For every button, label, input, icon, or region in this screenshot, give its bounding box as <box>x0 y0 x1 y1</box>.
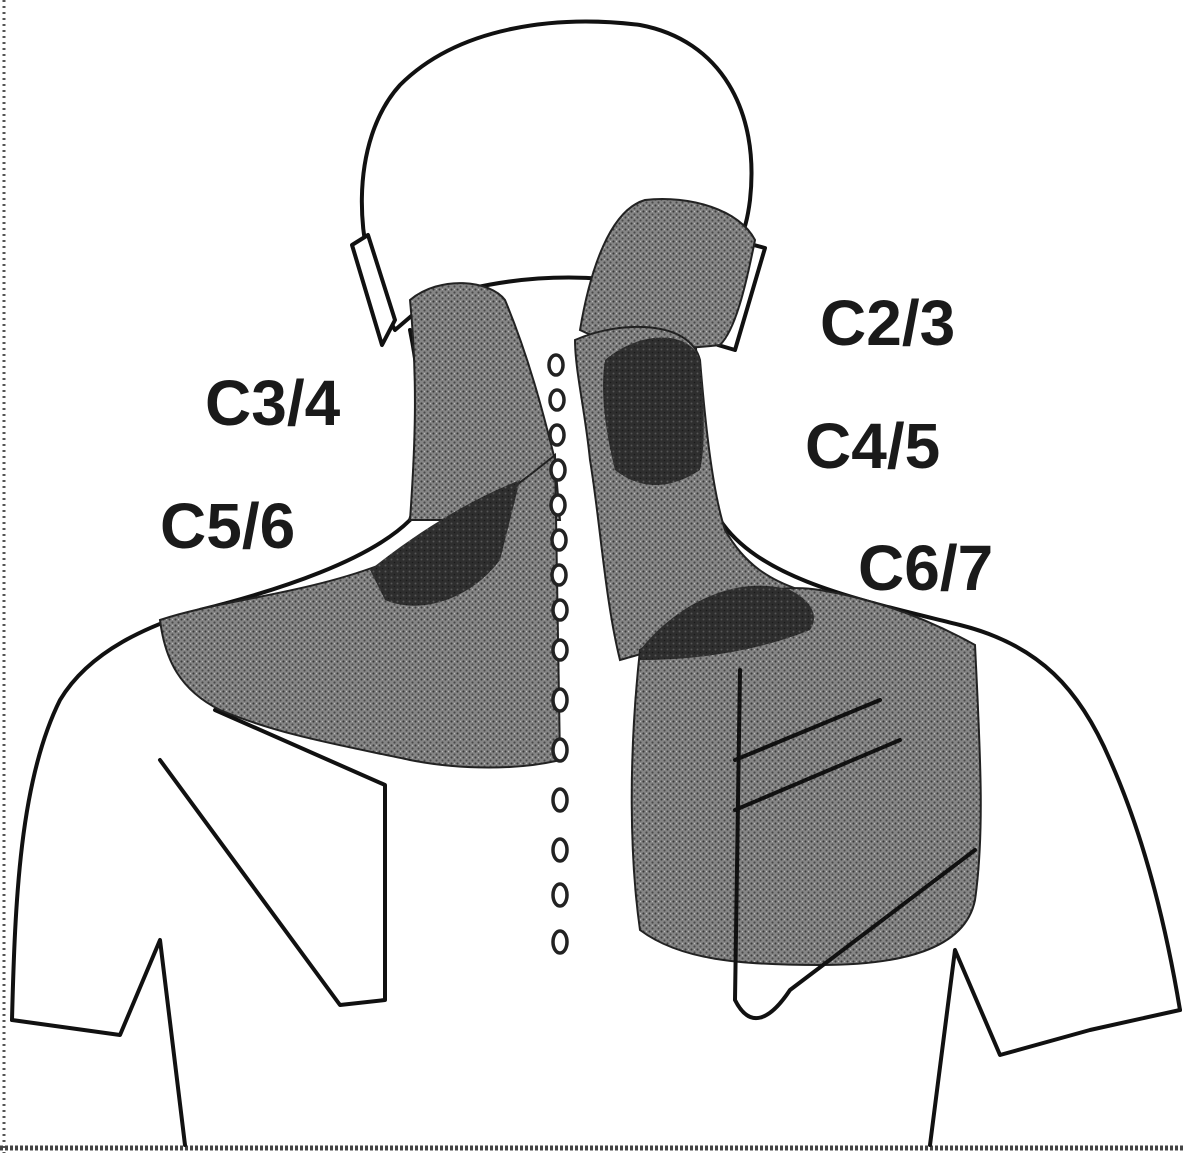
label-c5-6: C5/6 <box>160 490 295 562</box>
vertebra-icon <box>550 390 564 410</box>
zone-overlap-right <box>603 338 704 486</box>
vertebra-icon <box>553 640 567 660</box>
label-c4-5: C4/5 <box>805 410 940 482</box>
vertebra-icon <box>553 600 567 620</box>
vertebra-icon <box>552 565 566 585</box>
vertebra-icon <box>553 839 567 861</box>
left-scapula <box>160 710 385 1005</box>
vertebra-icon <box>553 689 567 711</box>
label-c2-3: C2/3 <box>820 287 955 359</box>
label-c3-4: C3/4 <box>205 367 341 439</box>
label-c6-7: C6/7 <box>858 532 993 604</box>
right-arm-line <box>930 950 1180 1145</box>
vertebra-icon <box>551 495 565 515</box>
vertebra-icon <box>553 739 567 761</box>
vertebra-icon <box>553 789 567 811</box>
vertebra-icon <box>549 355 563 375</box>
vertebra-icon <box>553 884 567 906</box>
left-arm-line <box>12 940 185 1145</box>
vertebra-icon <box>551 460 565 480</box>
vertebra-icon <box>553 931 567 953</box>
vertebra-icon <box>550 425 564 445</box>
vertebra-icon <box>552 530 566 550</box>
